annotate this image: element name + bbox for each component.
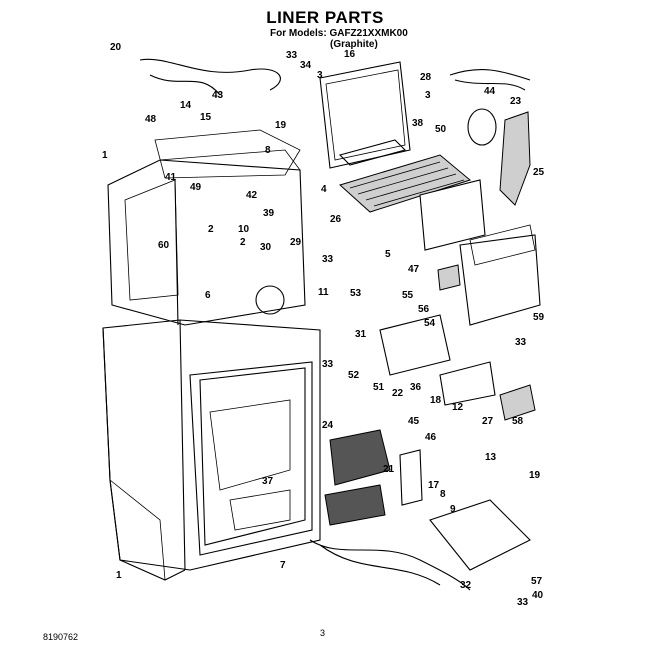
part-callout-15: 15 bbox=[200, 112, 212, 123]
part-callout-2: 2 bbox=[208, 224, 214, 235]
grille-26 bbox=[339, 154, 472, 213]
part-callout-53: 53 bbox=[350, 288, 362, 299]
part-callout-48: 48 bbox=[145, 114, 157, 125]
part-callout-33: 33 bbox=[517, 597, 529, 608]
part-callout-2: 2 bbox=[240, 237, 246, 248]
part-callout-1: 1 bbox=[116, 570, 122, 581]
part-callout-1: 1 bbox=[102, 150, 108, 161]
part-callout-47: 47 bbox=[408, 264, 420, 275]
part-callout-23: 23 bbox=[510, 96, 522, 107]
part-callout-19: 19 bbox=[529, 470, 541, 481]
part-callout-25: 25 bbox=[533, 167, 545, 178]
part-callout-54: 54 bbox=[424, 318, 436, 329]
part-callout-12: 12 bbox=[452, 402, 464, 413]
page-title: LINER PARTS bbox=[266, 8, 384, 27]
part-callout-43: 43 bbox=[212, 90, 224, 101]
part-callout-13: 13 bbox=[485, 452, 497, 463]
part-callout-24: 24 bbox=[322, 420, 334, 431]
part-callout-16: 16 bbox=[344, 49, 356, 60]
part-callout-7: 7 bbox=[280, 560, 286, 571]
part-callout-17: 17 bbox=[428, 480, 440, 491]
housing-32 bbox=[429, 499, 531, 571]
part-callout-11: 11 bbox=[318, 287, 329, 298]
part-callout-5: 5 bbox=[385, 249, 391, 260]
part-callout-36: 36 bbox=[410, 382, 422, 393]
part-callout-19: 19 bbox=[275, 120, 287, 131]
ice-parts bbox=[324, 429, 423, 526]
upper-liner bbox=[107, 129, 306, 326]
part-callout-51: 51 bbox=[373, 382, 385, 393]
part-callout-46: 46 bbox=[425, 432, 437, 443]
dispenser-housing bbox=[419, 179, 541, 326]
ring-11 bbox=[255, 285, 285, 315]
control-panel-16 bbox=[319, 61, 411, 169]
part-callout-33: 33 bbox=[286, 50, 298, 61]
freezer-liner bbox=[102, 319, 321, 581]
part-callout-39: 39 bbox=[263, 208, 275, 219]
part-callout-10: 10 bbox=[238, 224, 250, 235]
part-callout-28: 28 bbox=[420, 72, 432, 83]
part-callout-57: 57 bbox=[531, 576, 543, 587]
part-callout-33: 33 bbox=[322, 359, 334, 370]
part-callout-41: 41 bbox=[165, 172, 177, 183]
part-callout-21: 21 bbox=[383, 464, 395, 475]
gasket-44 bbox=[467, 108, 497, 146]
bracket-31 bbox=[379, 314, 451, 376]
part-callout-8: 8 bbox=[440, 489, 446, 500]
part-callout-42: 42 bbox=[246, 190, 258, 201]
part-callout-6: 6 bbox=[205, 290, 211, 301]
wire-harness-28 bbox=[449, 69, 531, 91]
part-callout-34: 34 bbox=[300, 60, 312, 71]
part-callout-18: 18 bbox=[430, 395, 442, 406]
motor-58 bbox=[499, 384, 536, 421]
part-callout-50: 50 bbox=[435, 124, 447, 135]
part-callout-27: 27 bbox=[482, 416, 494, 427]
color-line: (Graphite) bbox=[330, 39, 378, 50]
part-callout-56: 56 bbox=[418, 304, 430, 315]
models-line: For Models: GAFZ21XXMK00 bbox=[270, 28, 408, 39]
part-callout-40: 40 bbox=[532, 590, 544, 601]
part-callout-45: 45 bbox=[408, 416, 420, 427]
duct-23 bbox=[499, 111, 531, 206]
part-callout-60: 60 bbox=[158, 240, 170, 251]
part-callout-9: 9 bbox=[450, 504, 456, 515]
part-callout-26: 26 bbox=[330, 214, 342, 225]
part-callout-30: 30 bbox=[260, 242, 272, 253]
part-callout-29: 29 bbox=[290, 237, 302, 248]
part-callout-38: 38 bbox=[412, 118, 424, 129]
part-callout-37: 37 bbox=[262, 476, 274, 487]
wire-harness-7 bbox=[309, 539, 471, 591]
part-callout-33: 33 bbox=[322, 254, 334, 265]
part-callout-22: 22 bbox=[392, 388, 404, 399]
part-callout-55: 55 bbox=[402, 290, 414, 301]
part-callout-33: 33 bbox=[515, 337, 527, 348]
bracket-18 bbox=[439, 361, 496, 406]
part-callout-3: 3 bbox=[317, 70, 323, 81]
doc-number: 8190762 bbox=[43, 632, 79, 642]
part-callout-31: 31 bbox=[355, 329, 367, 340]
part-callout-4: 4 bbox=[321, 184, 327, 195]
part-callout-44: 44 bbox=[484, 86, 496, 97]
part-callout-20: 20 bbox=[110, 42, 122, 53]
part-callout-14: 14 bbox=[180, 100, 192, 111]
part-callout-8: 8 bbox=[265, 145, 271, 156]
part-callout-32: 32 bbox=[460, 580, 472, 591]
page-number: 3 bbox=[320, 628, 326, 638]
part-callout-52: 52 bbox=[348, 370, 360, 381]
part-callout-58: 58 bbox=[512, 416, 524, 427]
wire-harness-top bbox=[139, 58, 281, 96]
part-callout-49: 49 bbox=[190, 182, 202, 193]
part-callout-59: 59 bbox=[533, 312, 545, 323]
part-callout-3: 3 bbox=[425, 90, 431, 101]
